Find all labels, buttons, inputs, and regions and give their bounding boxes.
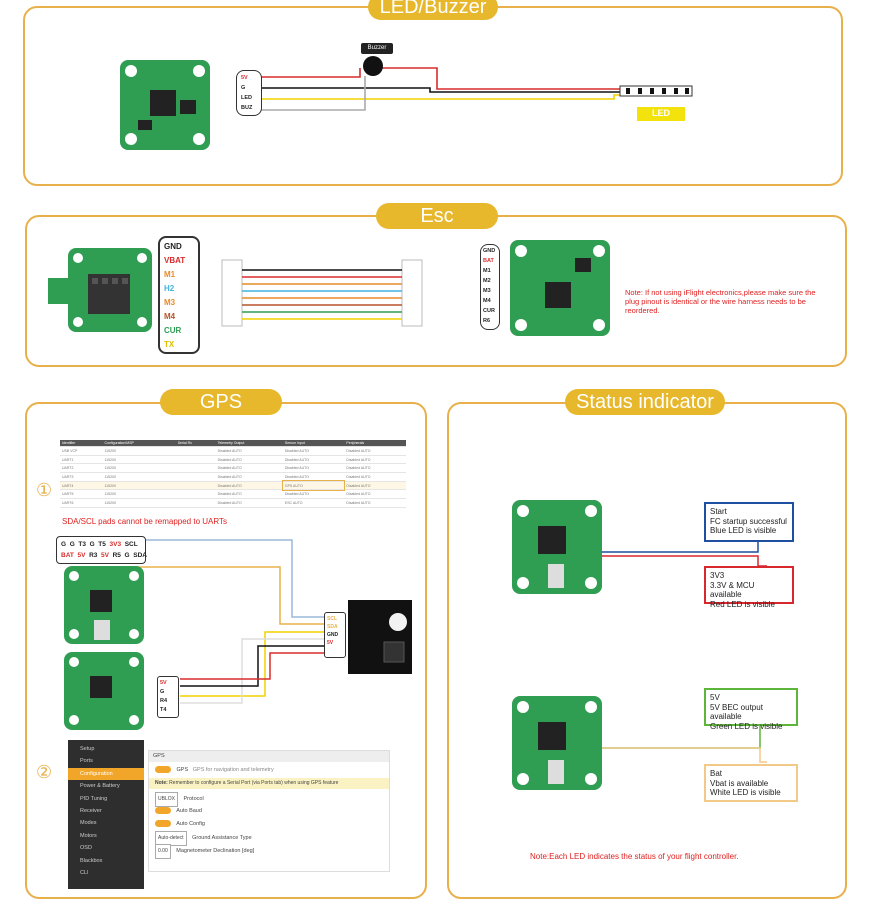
pad-row-top: G G T3 G T5 3V3 SCL	[61, 541, 138, 548]
ports-header: Telemetry Output	[215, 440, 283, 447]
pin-led: LED	[241, 95, 252, 101]
esc-pin-m3: M3	[483, 288, 491, 294]
status-box-5v: 5V 5V BEC output available Green LED is …	[704, 688, 798, 731]
config-gps-panel: GPS GPS GPS for navigation and telemetry…	[148, 750, 390, 872]
status-fc-board-top	[512, 500, 602, 594]
pad-row-bottom: BAT 5V R3 5V R5 G SDA	[61, 552, 147, 559]
gps-fc-board-top	[64, 566, 144, 644]
menu-configuration[interactable]: Configuration	[68, 767, 144, 781]
pin-m3: M3	[164, 298, 176, 307]
gps-pad-block: G G T3 G T5 3V3 SCL BAT 5V R3 5V R5 G SD…	[56, 536, 147, 564]
ports-header: Peripherals	[344, 440, 406, 447]
menu-power[interactable]: Power & Battery	[80, 783, 120, 790]
menu-blackbox[interactable]: Blackbox	[80, 857, 103, 864]
gps-fc-pin-block: 5V G R4 T4	[157, 676, 179, 718]
status-box-bat: Bat Vbat is available White LED is visib…	[704, 764, 798, 802]
esc-pin-r6: R6	[483, 318, 491, 324]
esc-pin-cur: CUR	[483, 308, 495, 314]
status-panel	[447, 402, 847, 899]
pin-5v: 5V	[241, 75, 248, 81]
gps-toggle[interactable]	[155, 766, 171, 774]
menu-receiver[interactable]: Receiver	[80, 807, 102, 814]
pin-cur: CUR	[164, 326, 182, 335]
menu-osd[interactable]: OSD	[80, 845, 92, 852]
auto-config-toggle[interactable]	[155, 820, 171, 828]
status-box-3v3: 3V3 3.3V & MCU available Red LED is visi…	[704, 566, 794, 609]
ports-header: Sensor Input	[282, 440, 345, 447]
buzzer-label: Buzzer	[361, 43, 393, 54]
pin-gnd: GND	[164, 242, 182, 251]
ports-header: Serial Rx	[175, 440, 216, 447]
fc-board-esc	[510, 240, 610, 336]
menu-pid[interactable]: PID Tuning	[80, 795, 108, 802]
gps-module-pin-block: SCL SDA GND 5V	[324, 612, 346, 658]
menu-motors[interactable]: Motors	[80, 832, 97, 839]
status-diagram	[512, 500, 767, 790]
esc-pin-m1: M1	[483, 268, 491, 274]
gps-wiring	[64, 539, 412, 730]
ports-header: Identifier	[60, 440, 103, 447]
fc-board-led	[120, 60, 210, 150]
menu-ports[interactable]: Ports	[80, 758, 93, 765]
gps-step1: ①	[36, 480, 53, 500]
pin-h2: H2	[164, 284, 175, 293]
status-box-start: Start FC startup successful Blue LED is …	[704, 502, 794, 542]
config-sidebar: Setup Ports Configuration Power & Batter…	[68, 740, 144, 889]
buzzer-icon	[363, 56, 383, 76]
esc-pin-m4: M4	[483, 298, 491, 304]
config-gps-title: GPS	[149, 751, 389, 762]
ports-table: Identifier Configuration/MSP Serial Rx T…	[60, 440, 406, 508]
esc-board-pin-block: GND BAT M1 M2 M3 M4 CUR R6	[480, 244, 500, 330]
led-buzzer-title: LED/Buzzer	[368, 0, 498, 20]
gps-note: SDA/SCL pads cannot be remapped to UARTs	[62, 517, 227, 526]
menu-setup[interactable]: Setup	[80, 746, 95, 752]
gps-module	[348, 600, 412, 674]
gps-step2: ②	[36, 762, 53, 782]
pin-vbat: VBAT	[164, 256, 186, 265]
auto-baud-toggle[interactable]	[155, 807, 171, 815]
pin-m4: M4	[164, 312, 176, 321]
ground-assist-select[interactable]: Auto-detect	[155, 831, 187, 846]
esc-pin-bat: BAT	[483, 258, 494, 264]
led-label: LED	[637, 107, 685, 121]
pin-tx: TX	[164, 340, 175, 349]
pin-m1: M1	[164, 270, 176, 279]
esc-fc-pin-block: GND VBAT M1 H2 M3 M4 CUR TX	[158, 236, 200, 354]
esc-pin-gnd: GND	[483, 248, 496, 254]
pin-buz: BUZ	[241, 105, 253, 111]
led-pin-block: 5V G LED BUZ	[236, 70, 262, 116]
pin-g: G	[241, 85, 246, 91]
esc-diagram	[48, 240, 610, 336]
led-strip	[619, 85, 693, 97]
esc-pin-m2: M2	[483, 278, 491, 284]
gps-fc-board-bottom	[64, 652, 144, 730]
config-gps-note: Note: Remember to configure a Serial Por…	[149, 778, 389, 789]
gps-title: GPS	[160, 389, 282, 415]
menu-cli[interactable]: CLI	[80, 869, 89, 876]
esc-title: Esc	[376, 203, 498, 229]
menu-modes[interactable]: Modes	[80, 820, 97, 827]
status-note: Note:Each LED indicates the status of yo…	[530, 852, 739, 861]
led-buzzer-diagram	[120, 56, 693, 150]
mag-declination-input[interactable]: 0.00	[155, 844, 171, 859]
status-fc-board-bottom	[512, 696, 602, 790]
status-title: Status indicator	[565, 389, 725, 415]
esc-board	[48, 248, 152, 332]
ports-header: Configuration/MSP	[102, 440, 176, 447]
esc-note: Note: If not using iFlight electronics,p…	[625, 288, 816, 315]
esc-harness	[221, 259, 423, 327]
protocol-select[interactable]: UBLOX	[155, 792, 178, 807]
